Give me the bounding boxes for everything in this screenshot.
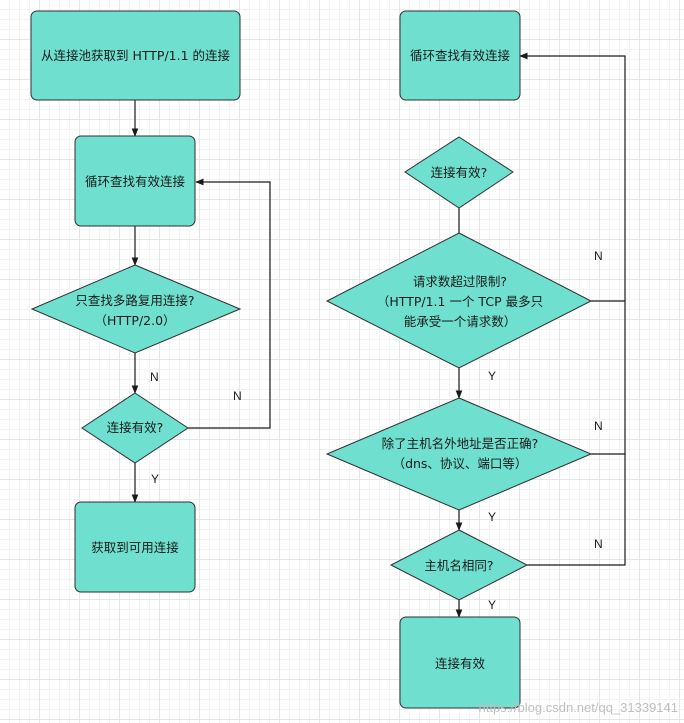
node-right-limit-label-2: （HTTP/1.1 一个 TCP 最多只 bbox=[377, 294, 543, 309]
node-left-valid: 连接有效? bbox=[81, 392, 189, 464]
node-right-loop-label: 循环查找有效连接 bbox=[410, 48, 511, 63]
node-right-host: 除了主机名外地址是否正确? （dns、协议、端口等） bbox=[325, 397, 593, 511]
node-right-loop: 循环查找有效连接 bbox=[399, 10, 521, 101]
node-left-start-label: 从连接池获取到 HTTP/1.1 的连接 bbox=[41, 48, 231, 63]
label-right-samehost-yes: Y bbox=[488, 598, 496, 612]
node-left-result: 获取到可用连接 bbox=[74, 501, 196, 593]
node-left-start-box bbox=[30, 10, 241, 101]
node-right-result-box bbox=[399, 616, 521, 709]
node-left-result-box bbox=[74, 501, 196, 593]
node-right-result-label: 连接有效 bbox=[435, 656, 486, 671]
node-right-same-host-diamond bbox=[389, 529, 529, 601]
edge-loopback-to-rloop bbox=[519, 52, 626, 301]
node-right-same-host: 主机名相同? bbox=[389, 529, 529, 601]
label-right-host-yes: Y bbox=[488, 510, 496, 524]
node-left-multiplex-label-1: 只查找多路复用连接? bbox=[75, 293, 194, 308]
node-left-loop-box bbox=[74, 135, 196, 227]
node-right-loop-box bbox=[399, 10, 521, 101]
node-right-result: 连接有效 bbox=[399, 616, 521, 709]
label-right-limit-yes: Y bbox=[488, 369, 496, 383]
node-right-valid-label: 连接有效? bbox=[431, 165, 488, 180]
node-right-valid-diamond bbox=[404, 136, 514, 209]
node-left-valid-diamond bbox=[81, 392, 189, 464]
node-right-host-diamond bbox=[325, 397, 593, 511]
node-left-loop: 循环查找有效连接 bbox=[74, 135, 196, 227]
node-left-valid-label: 连接有效? bbox=[107, 420, 164, 435]
node-left-loop-label: 循环查找有效连接 bbox=[85, 174, 186, 189]
node-left-result-label: 获取到可用连接 bbox=[91, 540, 179, 555]
node-right-same-host-label: 主机名相同? bbox=[424, 558, 493, 573]
node-left-multiplex-label-2: （HTTP/2.0） bbox=[94, 313, 175, 328]
node-right-limit-label-1: 请求数超过限制? bbox=[413, 274, 507, 289]
node-right-limit: 请求数超过限制? （HTTP/1.1 一个 TCP 最多只 能承受一个请求数） bbox=[325, 232, 593, 369]
label-left-valid-yes: Y bbox=[151, 472, 159, 486]
edge-samehost-no bbox=[527, 454, 626, 566]
watermark: https://blog.csdn.net/qq_31339141 bbox=[479, 700, 679, 715]
label-left-multiplex-no: N bbox=[150, 370, 159, 384]
node-right-valid: 连接有效? bbox=[404, 136, 514, 209]
node-left-multiplex-diamond bbox=[30, 264, 242, 354]
left-edges bbox=[131, 100, 271, 503]
node-right-limit-label-3: 能承受一个请求数） bbox=[404, 314, 517, 329]
node-left-start: 从连接池获取到 HTTP/1.1 的连接 bbox=[30, 10, 241, 101]
node-right-host-label-1: 除了主机名外地址是否正确? bbox=[382, 436, 539, 451]
right-edges bbox=[455, 52, 626, 618]
label-right-limit-no: N bbox=[594, 249, 603, 263]
edge-valid-no-loopback bbox=[188, 178, 271, 429]
label-right-samehost-no: N bbox=[594, 537, 603, 551]
node-right-limit-diamond bbox=[325, 232, 593, 369]
label-right-host-no: N bbox=[594, 419, 603, 433]
label-left-valid-no: N bbox=[233, 389, 242, 403]
node-left-multiplex: 只查找多路复用连接? （HTTP/2.0） bbox=[30, 264, 242, 354]
node-right-host-label-2: （dns、协议、端口等） bbox=[393, 456, 528, 471]
edge-labels: N N Y N Y N Y N Y bbox=[150, 249, 603, 612]
